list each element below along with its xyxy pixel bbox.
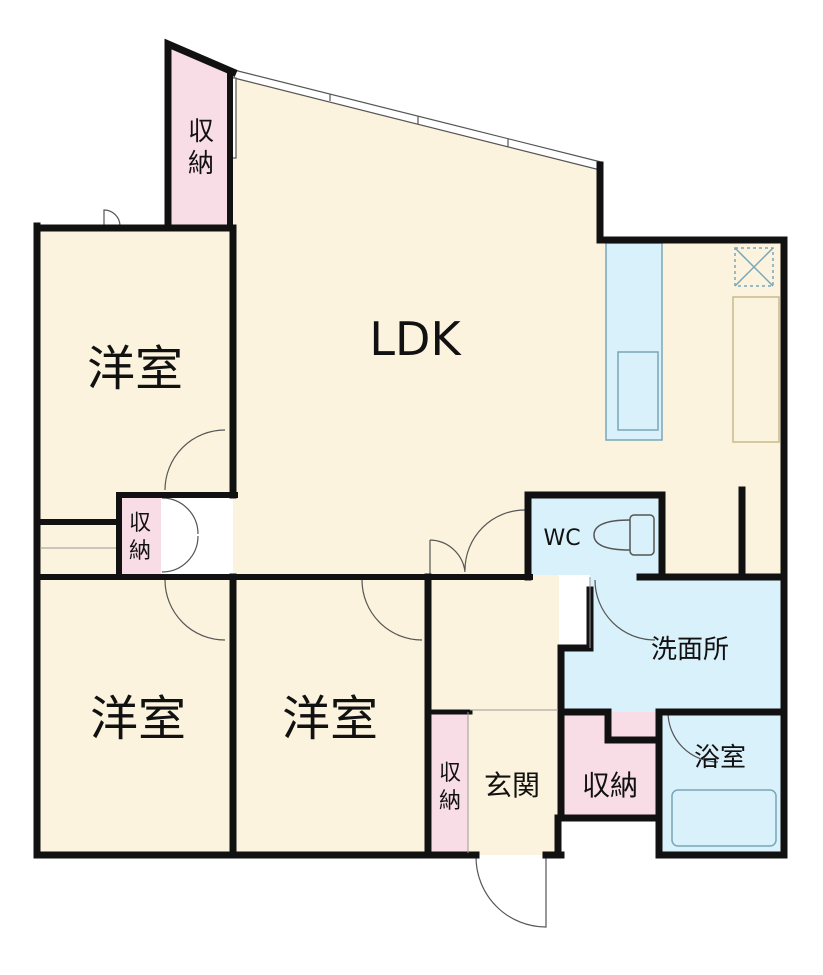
label-middle-closet-1: 収 [129, 511, 151, 536]
door-middle-closet-2 [161, 535, 199, 573]
label-ldk: LDK [369, 312, 462, 366]
label-top-closet-1: 収 [188, 117, 214, 147]
wall-storage-top [557, 708, 788, 744]
kitchen-sink [617, 351, 659, 431]
toilet-bowl [593, 519, 631, 551]
door-entrance [475, 856, 547, 928]
fixtures [593, 242, 780, 847]
middle-closet-floor [119, 495, 161, 575]
bathroom-floor [660, 710, 782, 855]
label-top-closet-2: 納 [188, 149, 214, 179]
door-swings [103, 209, 719, 928]
wall-bathroom [655, 573, 788, 859]
top-closet-floor [168, 44, 233, 226]
kitchen-counter [605, 242, 663, 441]
outer-wall-kitchen [596, 161, 788, 581]
label-wc: WC [543, 526, 580, 551]
outer-wall-top-left [164, 38, 238, 230]
labels: LDK 洋室 洋室 洋室 WC 洗面所 浴室 玄関 収納 収 納 収 納 収 納 [87, 117, 746, 814]
door-western-top [164, 429, 226, 491]
washroom-floor [563, 575, 782, 740]
thin-partitions [40, 547, 591, 853]
label-western-top: 洋室 [87, 341, 183, 397]
label-bathroom: 浴室 [694, 743, 746, 773]
walls [33, 38, 788, 859]
door-hall-swing [429, 539, 466, 573]
door-top-western [103, 209, 121, 227]
door-western-bm [361, 579, 423, 641]
western-bm-floor [233, 575, 426, 855]
vent-box [734, 247, 774, 287]
vent-cross-2 [734, 247, 774, 287]
toilet-tank [629, 514, 655, 556]
entrance-closet-floor [432, 712, 468, 852]
wall-wc [524, 491, 666, 581]
label-right-storage: 収納 [582, 769, 638, 802]
label-entrance-closet-1: 収 [439, 761, 461, 786]
kitchen-shelf [732, 296, 780, 443]
door-washroom [594, 579, 656, 641]
door-middle-closet-1 [161, 497, 199, 535]
label-entrance-closet-2: 納 [439, 789, 461, 814]
label-middle-closet-2: 納 [129, 539, 151, 564]
western-bl-floor [37, 575, 233, 855]
door-western-bl [164, 579, 226, 641]
label-western-bm: 洋室 [282, 691, 378, 747]
label-entrance: 玄関 [484, 769, 540, 802]
ldk-floor [233, 72, 782, 575]
western-top-floor [37, 226, 233, 496]
door-wc [464, 509, 526, 571]
door-bathroom [667, 711, 719, 763]
floor-fills [37, 44, 782, 855]
left-strip-floor [37, 495, 119, 575]
label-washroom: 洗面所 [651, 635, 729, 665]
outer-wall-left [33, 222, 436, 859]
label-western-bl: 洋室 [90, 691, 186, 747]
bathtub [671, 789, 777, 847]
